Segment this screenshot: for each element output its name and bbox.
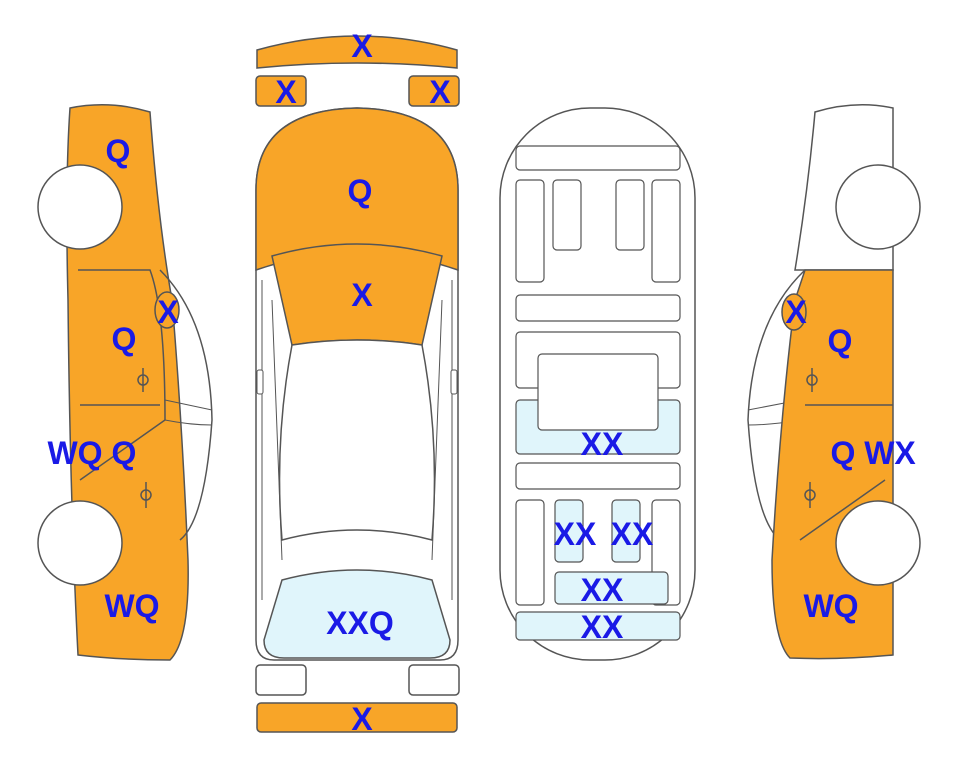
left-door-divider <box>78 269 166 481</box>
label-right-front-door: Q <box>828 323 853 359</box>
left-window-line <box>164 399 213 426</box>
label-front-right-lamp: X <box>429 74 451 110</box>
right-side-view <box>747 104 921 660</box>
label-interior-rear-right-seat: XX <box>611 516 654 552</box>
label-interior-front-panel: XX <box>581 426 624 462</box>
left-glass-outline <box>159 269 213 541</box>
label-left-mirror: X <box>157 294 179 330</box>
interior-trunk-shape[interactable] <box>515 611 681 641</box>
label-right-mirror: X <box>785 294 807 330</box>
right-door-divider <box>799 404 893 541</box>
label-left-rear-door: Q <box>112 435 137 471</box>
label-left-rocker: WQ <box>47 435 102 471</box>
front-bumper-shape[interactable] <box>256 35 458 69</box>
left-rear-wheel <box>37 500 123 586</box>
label-left-front-fender: Q <box>106 133 131 169</box>
label-right-rear-quarter: WQ <box>803 588 858 624</box>
interior-crossbar-2 <box>515 462 681 490</box>
left-mirror-shape[interactable] <box>154 291 180 329</box>
roof-outline <box>278 339 436 541</box>
label-right-rocker: WX <box>864 435 916 471</box>
top-side-lines <box>261 280 453 600</box>
front-right-seat <box>615 179 645 251</box>
label-front-bumper: X <box>351 28 373 64</box>
label-interior-trunk: XX <box>581 609 624 645</box>
label-interior-rear-left-seat: XX <box>554 516 597 552</box>
damage-labels: X X X Q X XXQ X Q X Q WQ Q WQ X Q Q WX W… <box>47 28 916 737</box>
rear-right-lamp-shape <box>408 664 460 696</box>
rear-left-lamp-shape <box>255 664 307 696</box>
right-mirror-shape[interactable] <box>781 293 807 331</box>
top-view <box>255 35 460 733</box>
top-left-mirror <box>256 369 264 395</box>
interior-crossbar-1 <box>515 294 681 322</box>
rear-window-shape[interactable] <box>263 569 451 659</box>
front-right-lamp-shape[interactable] <box>408 75 460 107</box>
front-right-seat-outer <box>651 179 681 283</box>
left-side-view <box>37 104 213 661</box>
label-right-rear-door: Q <box>831 435 856 471</box>
label-hood: Q <box>348 173 373 209</box>
left-door-handle-rear <box>140 482 152 508</box>
interior-center-box <box>537 353 659 431</box>
interior-rear-right-seat-shape[interactable] <box>611 499 641 563</box>
label-interior-rear-center: XX <box>581 572 624 608</box>
label-rear-bumper: X <box>351 701 373 737</box>
interior-rear-left-seat-shape[interactable] <box>554 499 584 563</box>
right-glass-outline <box>747 269 806 541</box>
front-left-seat <box>552 179 582 251</box>
label-left-front-door: Q <box>112 321 137 357</box>
label-windshield: X <box>351 277 373 313</box>
rear-left-seat-outer <box>515 499 545 606</box>
right-door-handle-rear <box>804 482 816 508</box>
left-front-wheel <box>37 164 123 250</box>
left-door-handle-front <box>137 368 149 392</box>
interior-view <box>499 107 696 661</box>
front-left-lamp-shape[interactable] <box>255 75 307 107</box>
label-front-left-lamp: X <box>275 74 297 110</box>
right-door-handle-front <box>806 368 818 392</box>
label-left-rear-quarter: WQ <box>104 588 159 624</box>
front-left-seat-outer <box>515 179 545 283</box>
label-rear-window: XXQ <box>326 605 394 641</box>
rear-bumper-shape[interactable] <box>256 702 458 733</box>
right-front-wheel <box>835 164 921 250</box>
interior-rear-center-shape[interactable] <box>554 571 669 605</box>
interior-dash <box>515 145 681 171</box>
right-rear-wheel <box>835 500 921 586</box>
top-right-mirror <box>450 369 458 395</box>
